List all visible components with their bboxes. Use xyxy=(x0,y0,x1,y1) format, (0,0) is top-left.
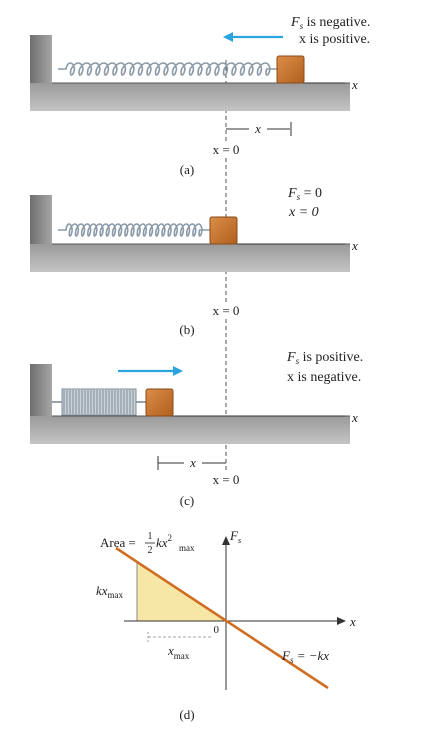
wall-b xyxy=(30,195,52,258)
force-label-b: Fs = 0 xyxy=(287,186,322,202)
origin-label-d: 0 xyxy=(214,624,220,636)
block-c xyxy=(145,388,174,417)
area-expr: kx2 xyxy=(156,533,172,550)
force-label-c: Fs is positive. xyxy=(286,350,363,366)
force-label-a: Fs is negative. xyxy=(290,15,370,31)
disp-label-c: x xyxy=(189,455,196,470)
axis-label-c: x xyxy=(351,410,358,425)
caption-c: (c) xyxy=(180,493,194,508)
block-a xyxy=(276,55,305,84)
y-axis-label: Fs xyxy=(229,528,241,545)
position-label-c: x is negative. xyxy=(287,370,361,385)
x-axis-label: x xyxy=(349,614,356,629)
floor-c xyxy=(30,416,350,444)
panel-a: x Fs is negative. x is positive. x x = 0… xyxy=(30,15,370,177)
origin-label-a: x = 0 xyxy=(213,142,240,157)
force-line xyxy=(115,546,329,690)
wall-a xyxy=(30,35,52,95)
panel-d: Area = 1 2 kx2 max Fs x 0 kxmax xmax Fs … xyxy=(96,528,356,722)
panel-c: x Fs is positive. x is negative. x x = 0… xyxy=(30,350,363,508)
caption-a: (a) xyxy=(180,162,194,177)
axis-label-b: x xyxy=(351,238,358,253)
spring-a xyxy=(58,62,278,76)
area-frac-num: 1 xyxy=(148,531,153,542)
area-frac-den: 2 xyxy=(148,545,153,556)
position-label-b: x = 0 xyxy=(288,205,319,220)
block-b xyxy=(209,216,238,245)
force-law-label: Fs = −kx xyxy=(281,648,329,665)
floor-b xyxy=(30,244,350,272)
position-label-a: x is positive. xyxy=(299,32,370,47)
floor-a xyxy=(30,83,350,111)
disp-label-a: x xyxy=(254,121,261,136)
area-sub: max xyxy=(179,543,195,553)
area-label: Area = xyxy=(100,535,136,550)
origin-label-c: x = 0 xyxy=(213,472,240,487)
spring-c-coils xyxy=(63,390,134,414)
spring-b xyxy=(58,223,210,237)
caption-b: (b) xyxy=(179,322,194,337)
caption-d: (d) xyxy=(179,707,194,722)
kx-label: kxmax xyxy=(96,583,124,600)
panel-b: x Fs = 0 x = 0 x = 0 (b) xyxy=(30,186,358,337)
axis-label-a: x xyxy=(351,77,358,92)
xmax-label: xmax xyxy=(167,643,190,661)
origin-label-b: x = 0 xyxy=(213,303,240,318)
